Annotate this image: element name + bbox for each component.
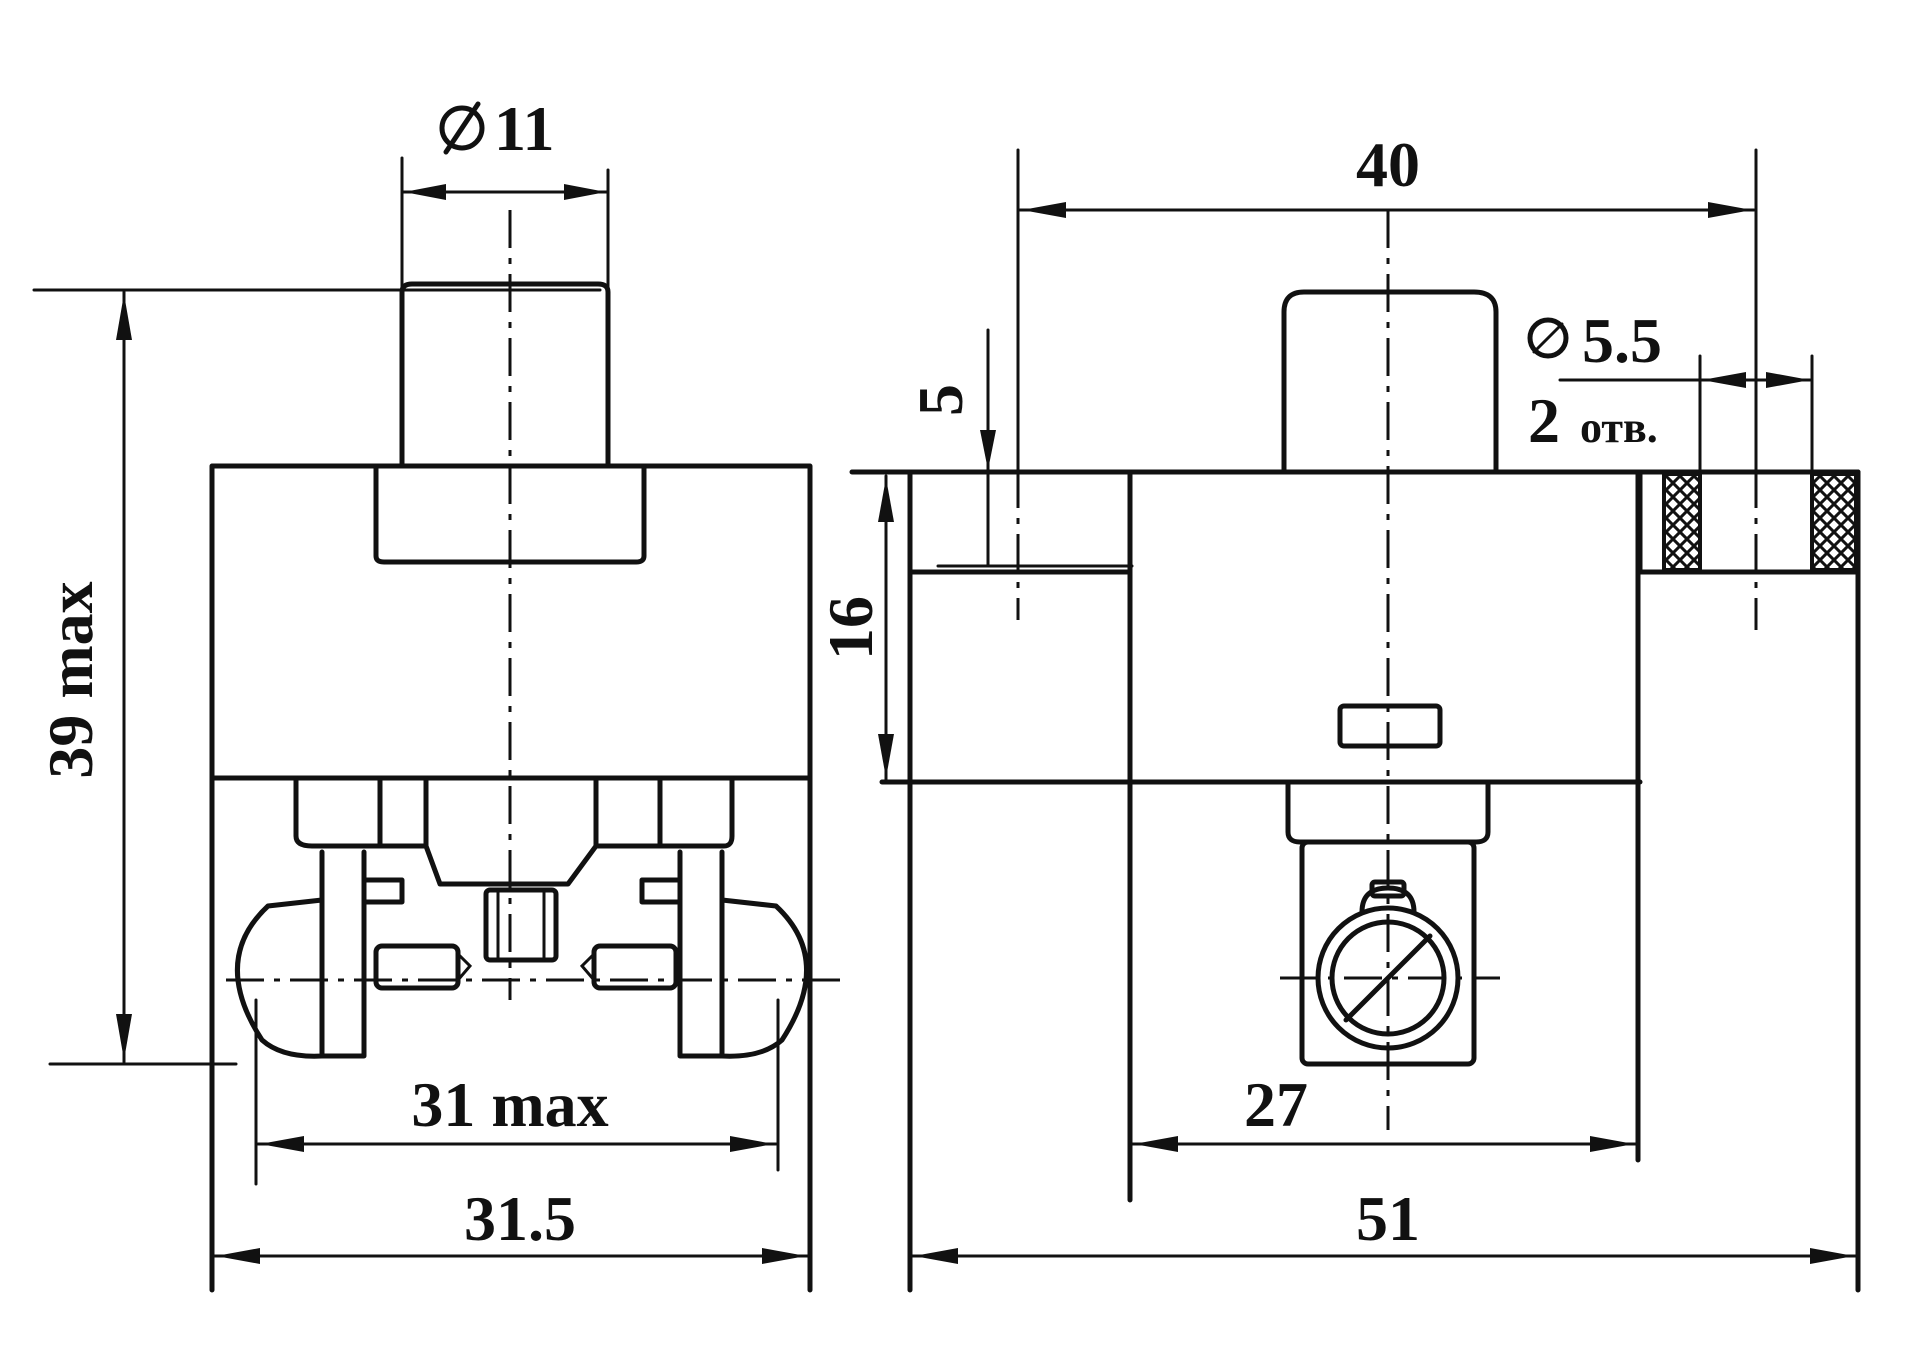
screw-right (591, 943, 679, 991)
dim-left-width-label: 31.5 (464, 1183, 576, 1254)
right-button (1281, 289, 1499, 475)
terminal-right (639, 849, 810, 1059)
right-body (907, 469, 1861, 1293)
hole-hatch-right (1810, 472, 1858, 572)
terminal-block (293, 775, 735, 887)
dim-51-label: 51 (1356, 1183, 1420, 1254)
terminal-left (234, 849, 405, 1059)
dim-hole-label: 5.5 (1582, 305, 1662, 376)
dim-27-label: 27 (1244, 1069, 1308, 1140)
dim-holes-count: 2 (1528, 385, 1560, 456)
dim-height-label: 39 max (35, 581, 106, 778)
left-lower-outline (209, 775, 813, 1293)
diameter-icon (439, 101, 485, 155)
dim-inner-width-label: 31 max (411, 1069, 608, 1140)
dim-top-width-label: 40 (1356, 129, 1420, 200)
dim-diameter-label: 11 (494, 93, 554, 164)
plunger-outline (399, 281, 611, 469)
hole-diameter-icon (1527, 317, 1569, 359)
left-view: 11 39 max 31 max 31.5 (32, 93, 840, 1293)
dim-height-16-label: 16 (815, 596, 886, 660)
dim-offset-label: 5 (905, 384, 976, 416)
screw-left (373, 943, 461, 991)
right-view: 40 5 16 5.5 2 отв. 27 51 (815, 129, 1861, 1293)
hole-hatch-left (1662, 472, 1702, 572)
dim-holes-abbrev: отв. (1580, 403, 1658, 452)
center-contact (483, 887, 559, 963)
indicator-tab (1337, 703, 1443, 749)
